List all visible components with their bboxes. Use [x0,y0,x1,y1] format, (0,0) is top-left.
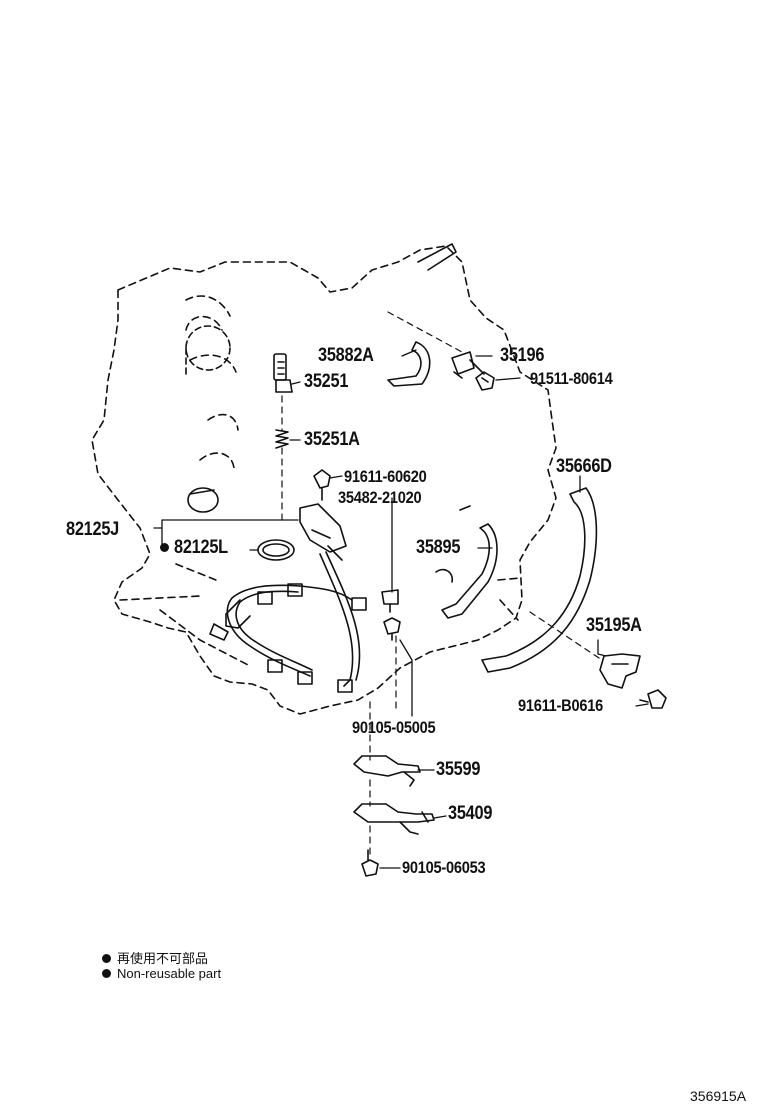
transmission-housing-outline [91,245,557,715]
housing-plug [187,487,219,513]
bolt-91611-b0616 [639,689,667,709]
breather-valve [451,351,485,379]
part-label-91511-80614: 91511-80614 [530,369,613,388]
legend-dot-icon [102,954,111,963]
part-label-35251a: 35251A [304,429,360,450]
part-label-35882a: 35882A [318,345,374,366]
stud-35251 [273,353,293,393]
illustration-reference-number: 356915A [690,1088,747,1104]
legend-dot-icon [102,969,111,978]
bracket-35409 [353,803,435,835]
part-label-90105-05005: 90105-05005 [352,718,436,737]
part-label-91611-60620: 91611-60620 [344,467,427,486]
hose-35895 [435,505,498,619]
part-label-35251: 35251 [304,371,349,392]
bracket-35599 [353,755,421,787]
non-reusable-marker [160,540,175,555]
transmission-upper-pipe [417,243,457,271]
bolt-90105-06053 [361,849,379,877]
legend-line-cn: 再使用不可部品 [102,948,208,967]
part-label-82125j: 82125J [66,519,119,540]
alignment-lines [281,311,603,857]
legend-line-en: Non-reusable part [102,966,221,981]
part-label-82125l: 82125L [174,537,228,558]
bolt-91511 [475,371,495,391]
hose-35666d [481,487,598,673]
legend-text-en: Non-reusable part [117,966,222,981]
part-label-35409: 35409 [448,803,493,824]
leader-lines [153,349,649,869]
legend-text-cn: 再使用不可部品 [117,951,209,966]
clip-35482 [381,589,399,613]
part-label-35195a: 35195A [586,615,642,636]
part-label-35599: 35599 [436,759,481,780]
part-label-35196: 35196 [500,345,545,366]
bracket-35195a [599,653,641,689]
non-reusable-dot-icon [160,543,169,552]
part-label-90105-06053: 90105-06053 [402,858,486,877]
o-ring-82125l [257,539,295,561]
spring-35251a [275,429,289,449]
wire-harness [209,551,367,693]
part-label-35895: 35895 [416,537,461,558]
housing-boss [185,325,231,379]
part-label-35666d: 35666D [556,456,612,477]
speed-sensor [299,503,347,561]
part-label-91611-b0616: 91611-B0616 [518,696,603,715]
part-label-35482-21020: 35482-21020 [338,488,422,507]
bolt-90105-05005 [383,617,401,641]
breather-hose [387,341,431,387]
bolt-91611-60620 [313,469,331,501]
